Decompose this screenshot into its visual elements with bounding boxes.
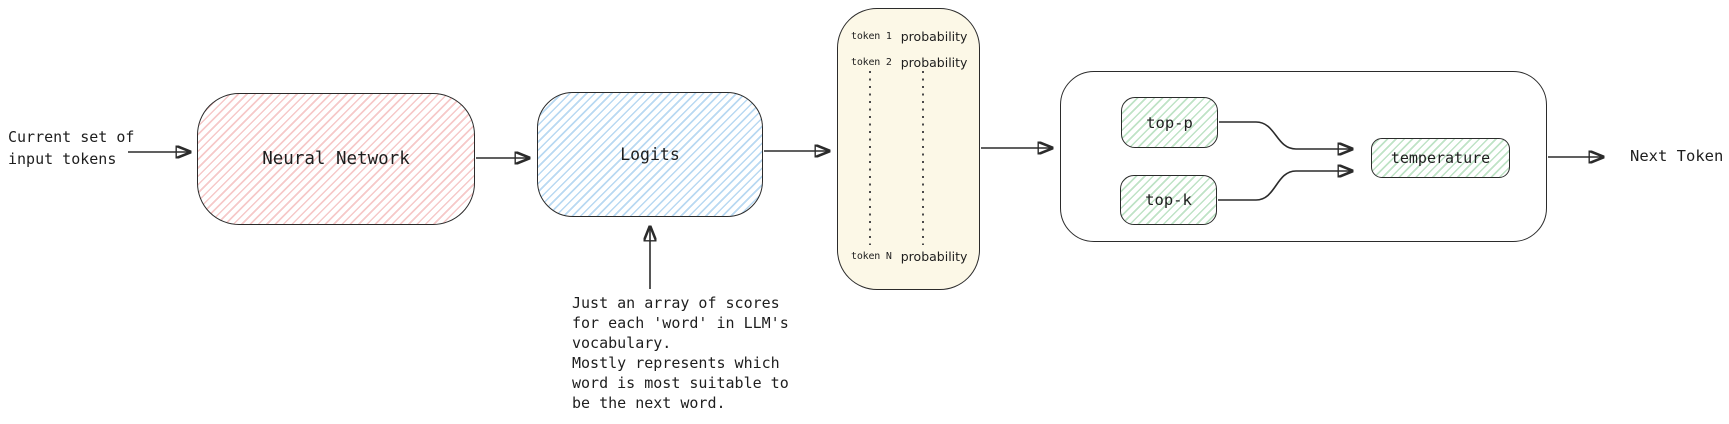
probability-row: token N probability — [851, 249, 967, 264]
logits-annotation: Just an array of scores for each 'word' … — [572, 294, 789, 412]
token-label: token 1 — [851, 31, 892, 42]
top-p-node: top-p — [1121, 97, 1218, 148]
ellipsis-dots — [869, 71, 871, 245]
token-label: token 2 — [851, 57, 892, 68]
probability-table-node: token 1 probability token 2 probability … — [837, 8, 980, 290]
temperature-node: temperature — [1371, 138, 1510, 178]
probability-row: token 1 probability — [851, 29, 967, 44]
logits-node: Logits — [537, 92, 763, 217]
probability-label: probability — [900, 55, 968, 70]
next-token-label: Next Token — [1630, 147, 1724, 165]
ellipsis-dots — [922, 71, 924, 245]
input-tokens-label: Current set of input tokens — [8, 128, 135, 168]
probability-row: token 2 probability — [851, 55, 967, 70]
probability-label: probability — [900, 29, 968, 44]
top-k-label: top-k — [1145, 191, 1192, 209]
temperature-label: temperature — [1390, 149, 1491, 167]
probability-label: probability — [900, 249, 968, 264]
logits-label: Logits — [620, 145, 680, 164]
token-label: token N — [851, 251, 892, 262]
neural-network-label: Neural Network — [262, 149, 410, 169]
top-p-label: top-p — [1146, 113, 1193, 132]
top-k-node: top-k — [1120, 175, 1217, 225]
neural-network-node: Neural Network — [197, 93, 475, 225]
